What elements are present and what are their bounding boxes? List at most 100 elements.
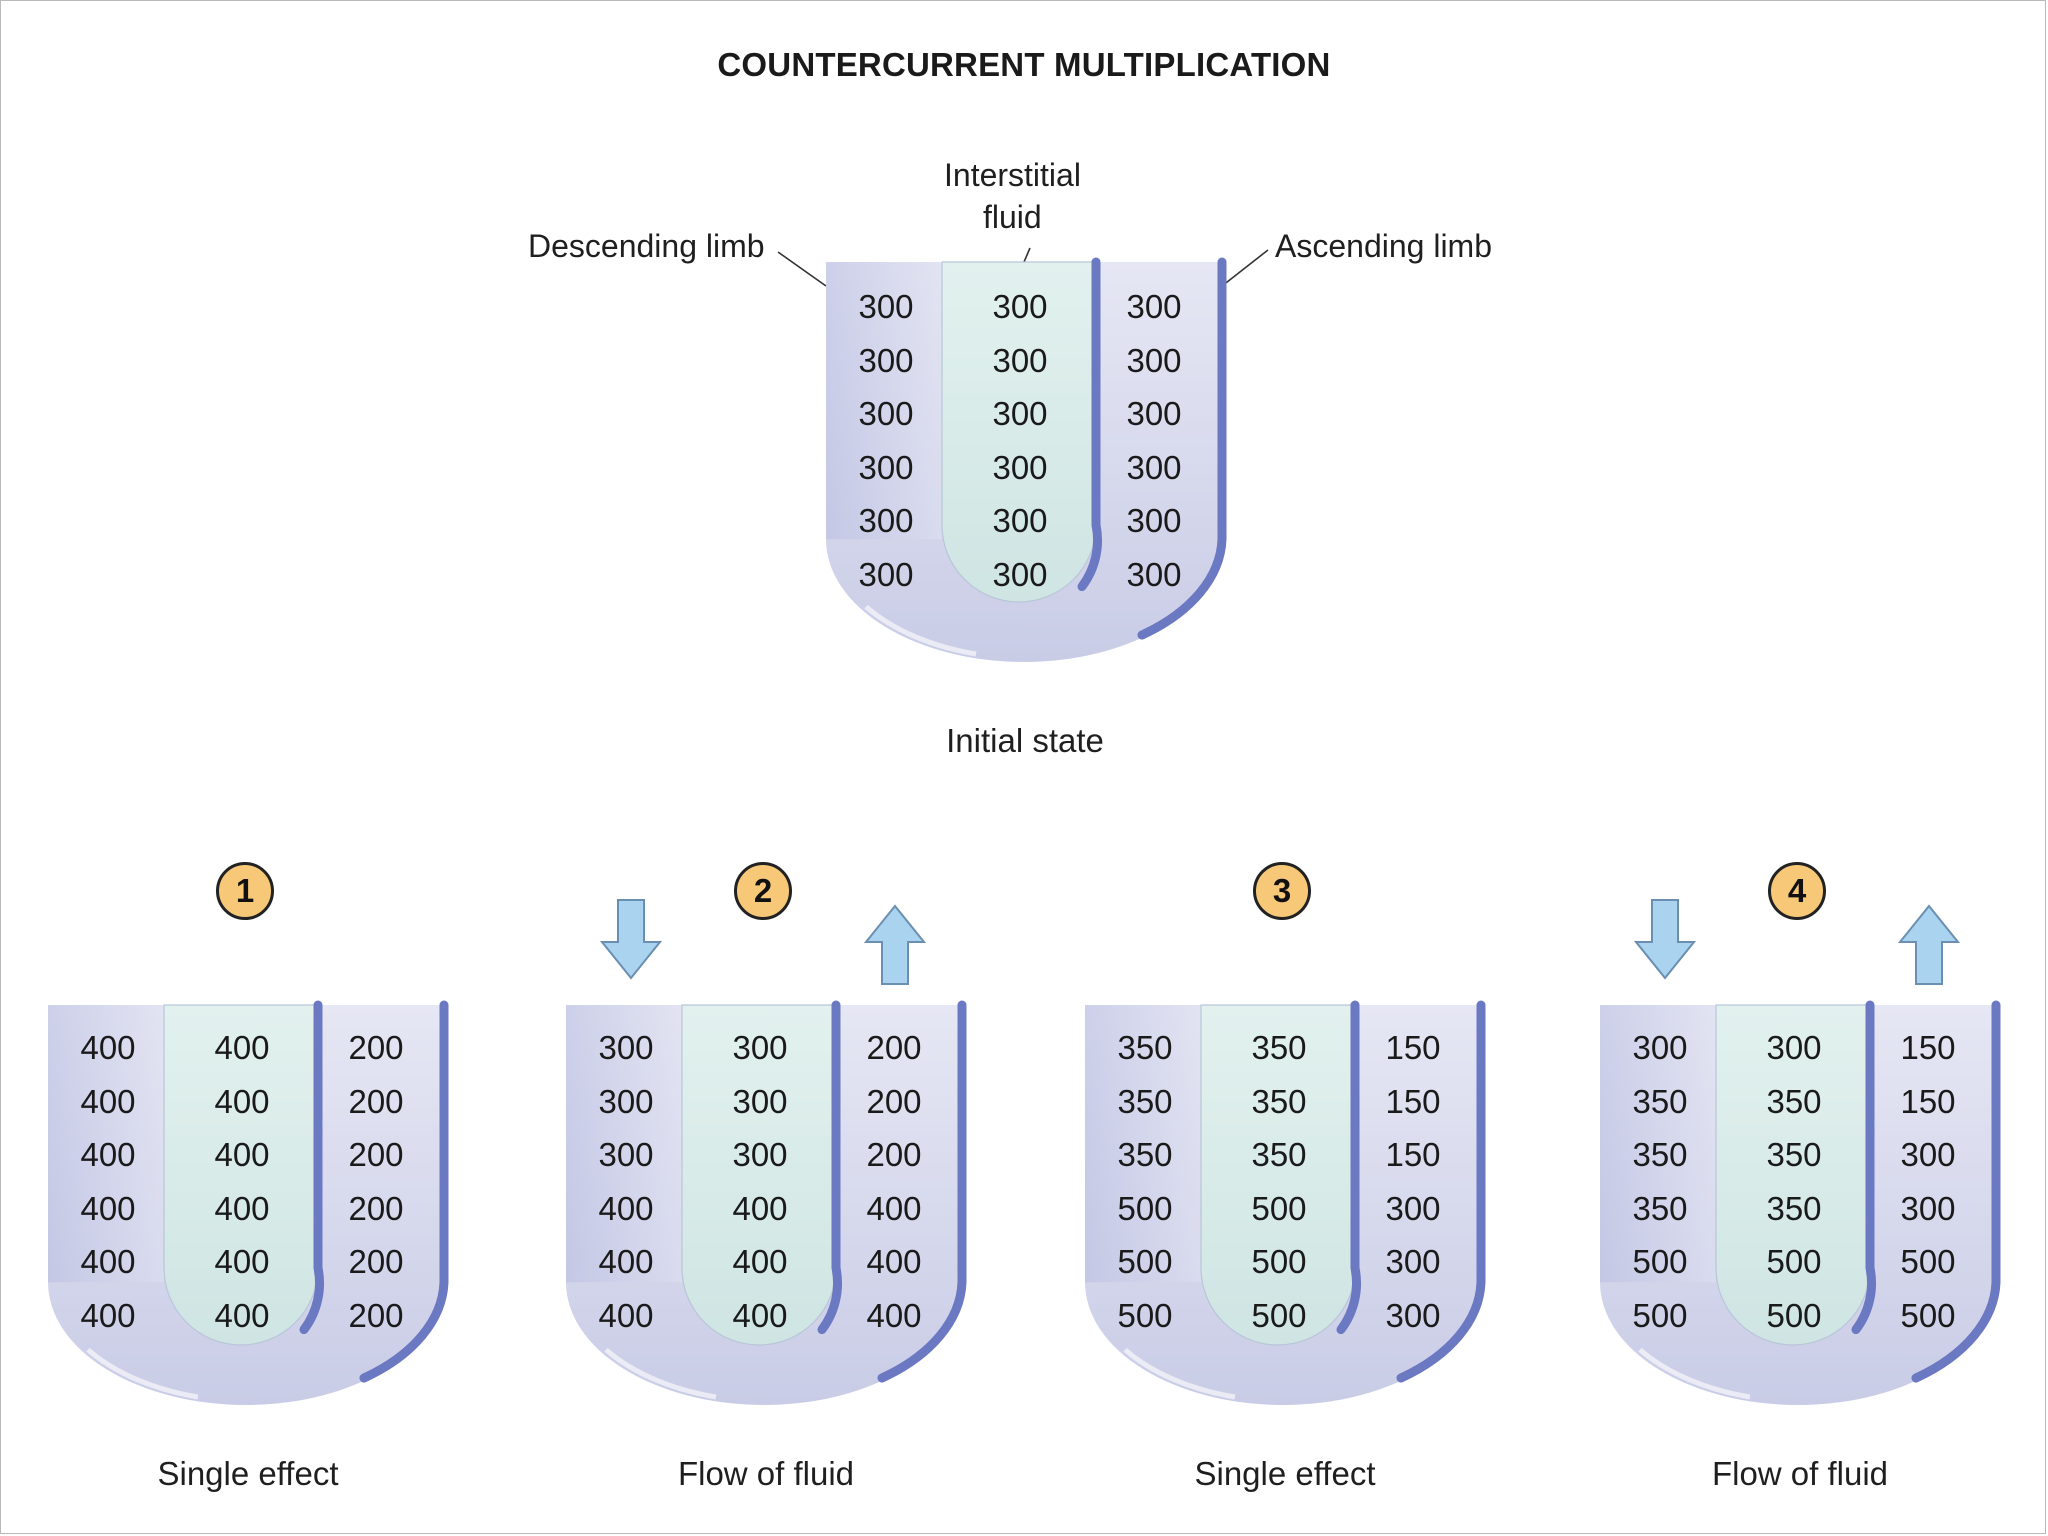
step1-ascending-value: 200 (348, 1136, 404, 1173)
step1-descending-value: 400 (80, 1082, 136, 1120)
step2-ascending-value: 400 (866, 1189, 922, 1227)
initial-loop-inner-membrane (1077, 257, 1103, 592)
step1-interstitial-value: 400 (214, 1243, 270, 1280)
step4-interstitial-value: 300 (1766, 1029, 1822, 1066)
step3-loop-tube-highlight (1123, 1347, 1236, 1400)
initial-state-caption: Initial state (946, 722, 1104, 759)
initial-descending-value: 300 (858, 395, 914, 432)
step1-interstitial-value: 400 (214, 1136, 270, 1173)
step1-descending-value: 400 (80, 1189, 136, 1227)
initial-loop-interstitial-fluid (941, 261, 1097, 603)
step3-interstitial-value: 350 (1251, 1029, 1307, 1066)
step4-up-flow-arrow-icon (1897, 904, 1961, 985)
step4-ascending-value: 150 (1900, 1029, 1956, 1066)
step3-interstitial-value: 500 (1251, 1243, 1307, 1280)
initial-ascending-value: 300 (1126, 395, 1182, 432)
step3-interstitial-value: 350 (1251, 1082, 1307, 1120)
step4-descending-value: 300 (1632, 1029, 1688, 1066)
step2-caption: Flow of fluid (677, 1455, 855, 1492)
diagram-title: COUNTERCURRENT MULTIPLICATION (717, 46, 1331, 83)
step2-descending-value: 300 (598, 1029, 654, 1066)
step2-descending-value: 400 (598, 1189, 654, 1227)
step1-ascending-value: 200 (348, 1296, 404, 1334)
step3-ascending-value: 150 (1385, 1082, 1441, 1120)
step1-interstitial-value: 400 (214, 1029, 270, 1066)
step2-ascending-value: 200 (866, 1136, 922, 1173)
step3-ascending-value: 300 (1385, 1189, 1441, 1227)
descending-limb-leader (777, 251, 827, 287)
step2-loop-descending-limb (566, 1005, 682, 1283)
step2-ascending-value: 400 (866, 1296, 922, 1334)
step3-caption: Single effect (1194, 1455, 1376, 1492)
step1-loop-interstitial-fluid (163, 1004, 319, 1346)
initial-descending-value: 300 (858, 448, 914, 486)
initial-ascending-value: 300 (1126, 555, 1182, 593)
step3-ascending-value: 300 (1385, 1243, 1441, 1280)
step1-ascending-value: 200 (348, 1029, 404, 1066)
initial-interstitial-value: 300 (992, 341, 1048, 379)
ascending-limb-leader (1221, 249, 1269, 287)
initial-interstitial-value: 300 (992, 555, 1048, 593)
step1-descending-value: 400 (80, 1296, 136, 1334)
step3-loop-interstitial-fluid (1200, 1004, 1356, 1346)
initial-descending-value: 300 (858, 341, 914, 379)
step4-caption: Flow of fluid (1711, 1455, 1889, 1492)
step3-descending-value: 500 (1117, 1189, 1173, 1227)
initial-descending-value: 300 (858, 502, 914, 539)
step1-interstitial-value: 400 (214, 1082, 270, 1120)
step1-interstitial-value: 400 (214, 1189, 270, 1227)
step4-ascending-value: 150 (1900, 1082, 1956, 1120)
step1-ascending-value: 200 (348, 1082, 404, 1120)
step1-ascending-value: 200 (348, 1243, 404, 1280)
step3-number-badge: 3 (1253, 862, 1311, 920)
step3-loop-descending-limb (1085, 1005, 1201, 1283)
step4-descending-value: 350 (1632, 1189, 1688, 1227)
initial-ascending-value: 300 (1126, 502, 1182, 539)
step4-descending-value: 350 (1632, 1136, 1688, 1173)
step2-ascending-value: 400 (866, 1243, 922, 1280)
step1-interstitial-value: 400 (214, 1296, 270, 1334)
step2-loop-tube-highlight (604, 1347, 717, 1400)
step3-loop-inner-membrane (1336, 1000, 1362, 1335)
step1-ascending-value: 200 (348, 1189, 404, 1227)
step4-loop-interstitial-fluid (1715, 1004, 1871, 1346)
step2-interstitial-value: 400 (732, 1243, 788, 1280)
step4-interstitial-value: 500 (1766, 1296, 1822, 1334)
step2-loop-outer-membrane (877, 1000, 967, 1383)
step3-descending-value: 500 (1117, 1296, 1173, 1334)
initial-descending-value: 300 (858, 288, 914, 325)
step3-descending-value: 350 (1117, 1136, 1173, 1173)
step1-caption: Single effect (157, 1455, 339, 1492)
initial-interstitial-value: 300 (992, 395, 1048, 432)
initial-interstitial-value: 300 (992, 448, 1048, 486)
step1-loop-tube-highlight (86, 1347, 199, 1400)
step4-interstitial-value: 350 (1766, 1136, 1822, 1173)
step4-down-flow-arrow-icon (1633, 899, 1697, 980)
step4-interstitial-value: 350 (1766, 1082, 1822, 1120)
step4-interstitial-value: 500 (1766, 1243, 1822, 1280)
step3-ascending-value: 300 (1385, 1296, 1441, 1334)
step3-interstitial-value: 500 (1251, 1296, 1307, 1334)
step3-descending-value: 350 (1117, 1029, 1173, 1066)
step2-descending-value: 300 (598, 1136, 654, 1173)
step1-descending-value: 400 (80, 1136, 136, 1173)
step1-number-badge: 1 (216, 862, 274, 920)
step3-interstitial-value: 350 (1251, 1136, 1307, 1173)
step2-ascending-value: 200 (866, 1082, 922, 1120)
initial-ascending-value: 300 (1126, 448, 1182, 486)
step1-loop-descending-limb (48, 1005, 164, 1283)
step3-loop-outer-membrane (1396, 1000, 1486, 1383)
step2-interstitial-value: 400 (732, 1296, 788, 1334)
step4-number-badge: 4 (1768, 862, 1826, 920)
step2-ascending-value: 200 (866, 1029, 922, 1066)
step2-interstitial-value: 300 (732, 1029, 788, 1066)
step4-loop-tube-highlight (1638, 1347, 1751, 1400)
step3-interstitial-value: 500 (1251, 1189, 1307, 1227)
step2-interstitial-value: 400 (732, 1189, 788, 1227)
initial-interstitial-value: 300 (992, 288, 1048, 325)
interstitial-fluid-label-line2: fluid (983, 199, 1042, 235)
step1-descending-value: 400 (80, 1029, 136, 1066)
